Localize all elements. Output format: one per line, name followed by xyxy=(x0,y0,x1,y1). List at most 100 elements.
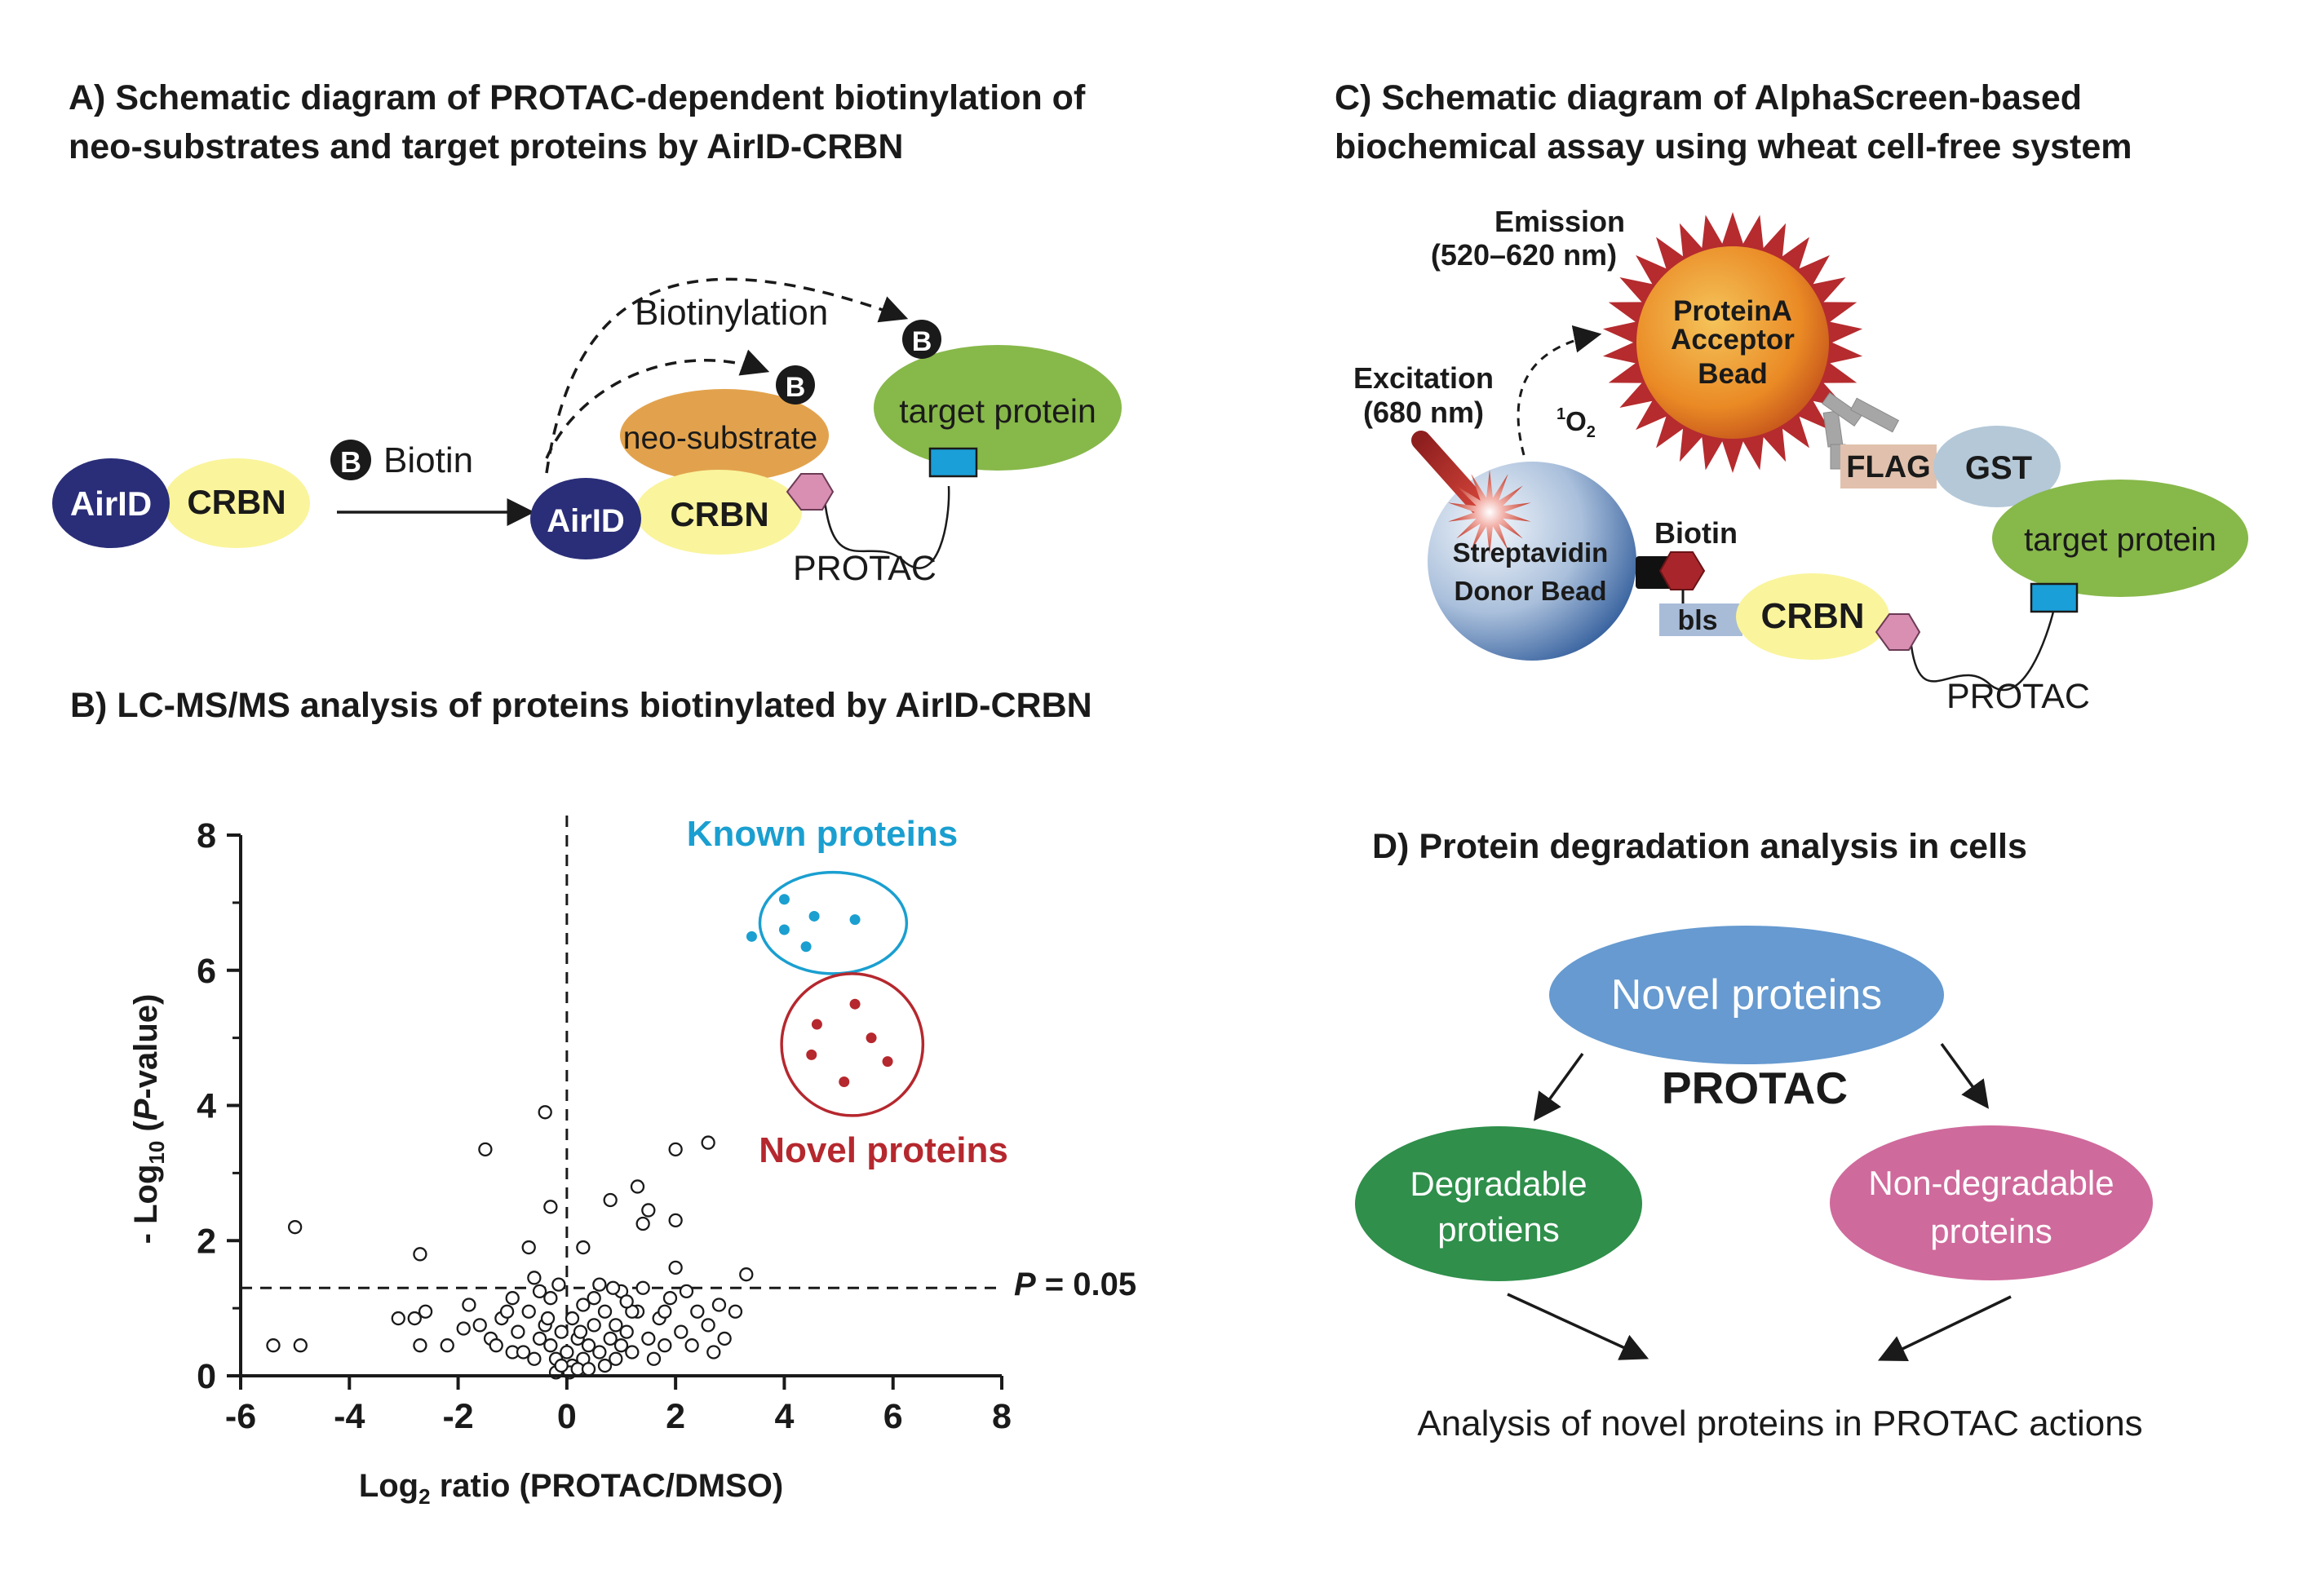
data-point xyxy=(462,1298,476,1312)
biotin-badge-letter: B xyxy=(912,326,932,357)
x-tick-label: -6 xyxy=(225,1397,256,1436)
excitation-line2: (680 nm) xyxy=(1363,396,1484,429)
y-axis-label-mid: ( xyxy=(128,1121,164,1141)
x-axis-label: Log2 ratio (PROTAC/DMSO) xyxy=(359,1468,783,1509)
data-point xyxy=(635,1216,650,1231)
data-point xyxy=(521,1304,536,1319)
airid-label-right: AirID xyxy=(547,503,625,539)
y-axis-label-pre: - Log xyxy=(128,1165,164,1245)
data-point xyxy=(717,1331,732,1346)
crbn-shape-left xyxy=(163,458,310,548)
biotin-badge-icon: B xyxy=(776,365,815,405)
data-point xyxy=(407,1311,422,1326)
biotin-label-c: Biotin xyxy=(1654,516,1738,550)
data-point xyxy=(521,1240,536,1255)
data-point xyxy=(538,1105,552,1120)
data-point xyxy=(866,1032,877,1044)
data-point xyxy=(551,1277,566,1292)
data-point xyxy=(778,894,790,905)
flag-label: FLAG xyxy=(1846,450,1930,484)
data-point xyxy=(800,941,812,953)
data-point xyxy=(882,1056,893,1068)
x-tick-label: 0 xyxy=(557,1397,577,1436)
data-point xyxy=(662,1291,678,1306)
data-point xyxy=(728,1304,743,1319)
y-axis-label: - Log10 (P-value) xyxy=(128,994,169,1245)
panel-c-title-line1: C) Schematic diagram of AlphaScreen-base… xyxy=(1335,78,2082,117)
data-point xyxy=(701,1135,715,1150)
data-point xyxy=(668,1260,683,1275)
protac-label: PROTAC xyxy=(793,549,937,588)
panel-a-title: A) Schematic diagram of PROTAC-dependent… xyxy=(69,73,1085,171)
data-point xyxy=(646,1351,662,1366)
crbn-shape-c xyxy=(1736,573,1889,660)
svg-text:- Log10 (P-value): - Log10 (P-value) xyxy=(128,994,169,1245)
data-point xyxy=(560,1345,574,1359)
conclusion-label: Analysis of novel proteins in PROTAC act… xyxy=(1417,1404,2142,1443)
data-point xyxy=(811,1019,822,1030)
degradable-node xyxy=(1355,1126,1642,1281)
data-point xyxy=(619,1294,634,1309)
degradable-line1: Degradable xyxy=(1410,1165,1587,1203)
y-axis-label-post: -value) xyxy=(128,994,164,1099)
data-point xyxy=(456,1321,471,1336)
crbn-shape-right xyxy=(635,470,802,555)
data-point xyxy=(576,1240,591,1255)
excitation-line1: Excitation xyxy=(1353,361,1494,395)
data-point xyxy=(581,1362,596,1377)
y-tick-label: 4 xyxy=(197,1087,216,1126)
chart-points xyxy=(266,894,893,1380)
data-point xyxy=(592,1345,607,1359)
airid-shape-left xyxy=(52,458,170,548)
data-point xyxy=(287,1220,303,1235)
data-point xyxy=(739,1267,754,1282)
gst-label: GST xyxy=(1965,450,2032,486)
laser-burst-icon xyxy=(1448,470,1531,555)
data-point xyxy=(603,1331,618,1346)
data-point xyxy=(635,1280,650,1295)
antibody-icon xyxy=(1822,391,1900,470)
hexagon-icon xyxy=(786,473,835,511)
singlet-oxygen-o: O xyxy=(1565,406,1587,436)
data-point xyxy=(565,1311,580,1326)
data-point xyxy=(625,1345,640,1359)
data-point xyxy=(592,1277,607,1292)
protac-linker xyxy=(822,485,950,569)
data-point xyxy=(413,1247,427,1262)
novel-proteins-node xyxy=(1549,926,1944,1064)
panel-c-title: C) Schematic diagram of AlphaScreen-base… xyxy=(1335,73,2132,171)
data-point xyxy=(679,1284,694,1299)
crbn-label-c: CRBN xyxy=(1760,596,1864,636)
panel-d-diagram: Novel proteins PROTAC Degradable protien… xyxy=(1355,926,2153,1443)
data-point xyxy=(581,1338,596,1353)
airid-shape-right xyxy=(530,478,641,559)
data-point xyxy=(543,1338,558,1353)
data-point xyxy=(668,1142,683,1157)
acceptor-line2: Acceptor xyxy=(1671,324,1795,356)
dashed-arrow-neo xyxy=(545,349,770,459)
data-point xyxy=(668,1213,683,1228)
data-point xyxy=(746,931,757,942)
y-tick-label: 8 xyxy=(197,816,216,855)
donor-line1: Streptavidin xyxy=(1453,537,1609,568)
p-threshold-letter: P xyxy=(1014,1267,1036,1302)
data-point xyxy=(540,1311,556,1326)
data-point xyxy=(573,1324,588,1339)
neo-substrate-shape xyxy=(620,389,829,482)
y-axis-label-sub: 10 xyxy=(144,1141,169,1165)
target-protein-shape-c xyxy=(1992,480,2248,597)
bls-label: bls xyxy=(1677,605,1717,636)
biotin-label: Biotin xyxy=(383,440,473,480)
protac-linker-c xyxy=(1910,608,2056,692)
acceptor-line1: ProteinA xyxy=(1673,295,1792,327)
data-point xyxy=(609,1351,623,1366)
target-protein-shape xyxy=(874,345,1122,471)
y-tick-label: 0 xyxy=(197,1357,216,1396)
data-point xyxy=(619,1324,634,1339)
data-point xyxy=(478,1142,493,1157)
data-point xyxy=(505,1291,520,1306)
data-point xyxy=(418,1304,433,1319)
data-point xyxy=(543,1200,558,1214)
panel-b-title: B) LC-MS/MS analysis of proteins biotiny… xyxy=(70,686,1092,725)
